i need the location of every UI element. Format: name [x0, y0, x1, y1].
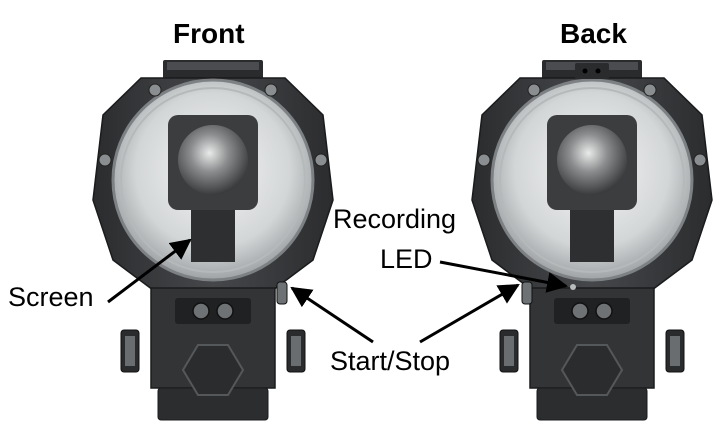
recording-label-line1: Recording: [333, 204, 457, 234]
screen-label: Screen: [8, 282, 94, 312]
front-title: Front: [173, 18, 245, 49]
start-stop-arrow-back: [419, 283, 520, 344]
start-stop-arrow-front: [290, 286, 374, 344]
screen-arrow: [107, 238, 192, 304]
recording-led: [570, 284, 576, 290]
back-start-stop-button: [521, 281, 533, 305]
start-stop-label: Start/Stop: [330, 346, 451, 376]
front-device: [91, 58, 335, 422]
back-device: [470, 58, 714, 422]
recording-label-line2: LED: [380, 244, 433, 274]
recording-led-arrow: [439, 260, 569, 293]
back-title: Back: [560, 18, 627, 49]
front-start-stop-button: [276, 281, 288, 305]
